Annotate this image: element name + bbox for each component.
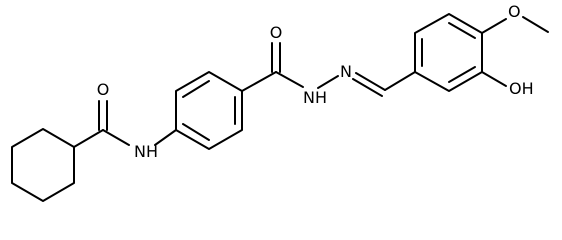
bond-ch-ring — [384, 71, 416, 91]
imine-double-bond — [352, 72, 386, 97]
bond-benzene-carbonyl — [241, 71, 277, 92]
structure-canvas: O NH O NH N O OH — [11, 2, 549, 202]
hydroxyl-oh-label: OH — [509, 79, 534, 98]
bond-o-methyl — [522, 16, 549, 33]
bond-nh-benzene — [154, 129, 177, 146]
imine-n-label: N — [340, 62, 352, 81]
cyclohexane-ring — [11, 128, 75, 202]
hydrazide-nh-label: NH — [303, 88, 327, 107]
vanillin-benzene-ring — [414, 13, 483, 92]
bond-ring-methoxy-o — [481, 18, 507, 34]
bond-nh-n — [317, 75, 339, 89]
carbonyl-double-bond-right — [271, 42, 281, 73]
chemical-structure: O NH O NH N O OH — [11, 2, 549, 202]
carbonyl-double-bond-left — [98, 100, 108, 131]
carbonyl-oxygen-right-label: O — [270, 23, 283, 42]
bond-carbonyl-nh — [102, 129, 130, 146]
bond-ring-carbonyl — [73, 129, 104, 148]
bond-ring-hydroxyl — [481, 71, 507, 87]
carbonyl-oxygen-left-label: O — [97, 80, 110, 99]
methoxy-oxygen-label: O — [508, 2, 521, 21]
bond-carbonyl-hydrazide-nh — [275, 71, 304, 88]
amide-nh-label: NH — [134, 142, 158, 161]
central-benzene-ring — [175, 71, 243, 150]
